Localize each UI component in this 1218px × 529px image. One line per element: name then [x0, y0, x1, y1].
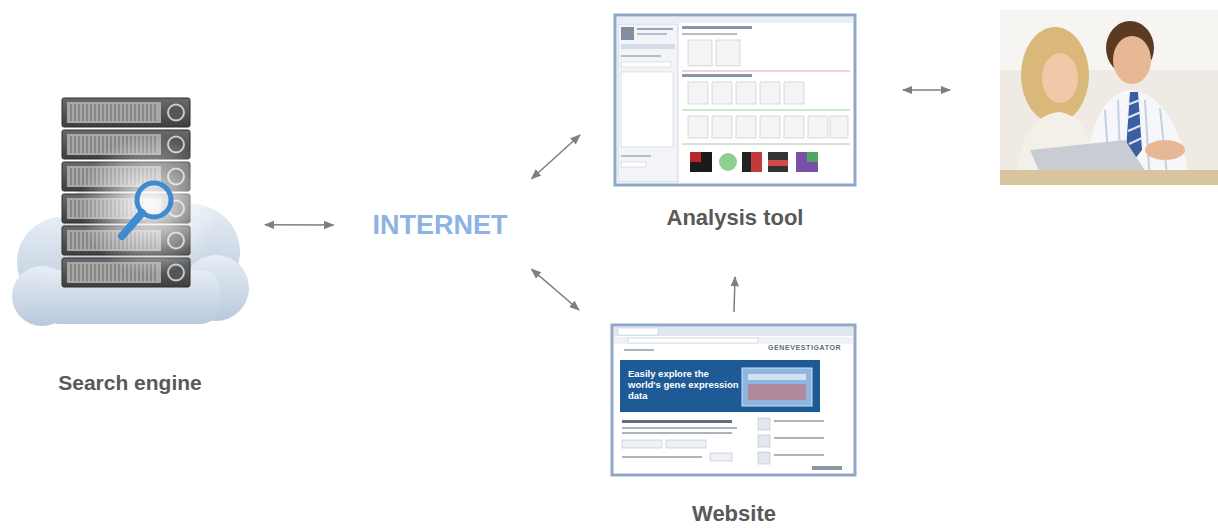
website-node: Website — [609, 322, 859, 529]
analysis-tool-node: Analysis tool — [612, 12, 858, 234]
search-engine-node: Search engine — [10, 90, 250, 400]
internet-node: INTERNET — [369, 207, 512, 243]
node-label: INTERNET — [373, 209, 508, 241]
node-label: Website — [692, 501, 776, 527]
connector-arrow — [532, 269, 580, 310]
node-label: Analysis tool — [667, 205, 804, 231]
users-photo — [903, 10, 1218, 185]
server-cloud-icon — [12, 98, 249, 326]
analysis-tool-screenshot — [615, 15, 855, 185]
connector-arrow — [734, 277, 735, 312]
connector-arrow — [265, 224, 334, 226]
connector-arrow — [532, 135, 581, 179]
website-logo-text: GENEVESTIGATOR — [768, 344, 841, 352]
node-label: Search engine — [58, 370, 202, 395]
website-screenshot — [612, 325, 855, 475]
website-headline: Easily explore the world's gene expressi… — [628, 369, 740, 402]
